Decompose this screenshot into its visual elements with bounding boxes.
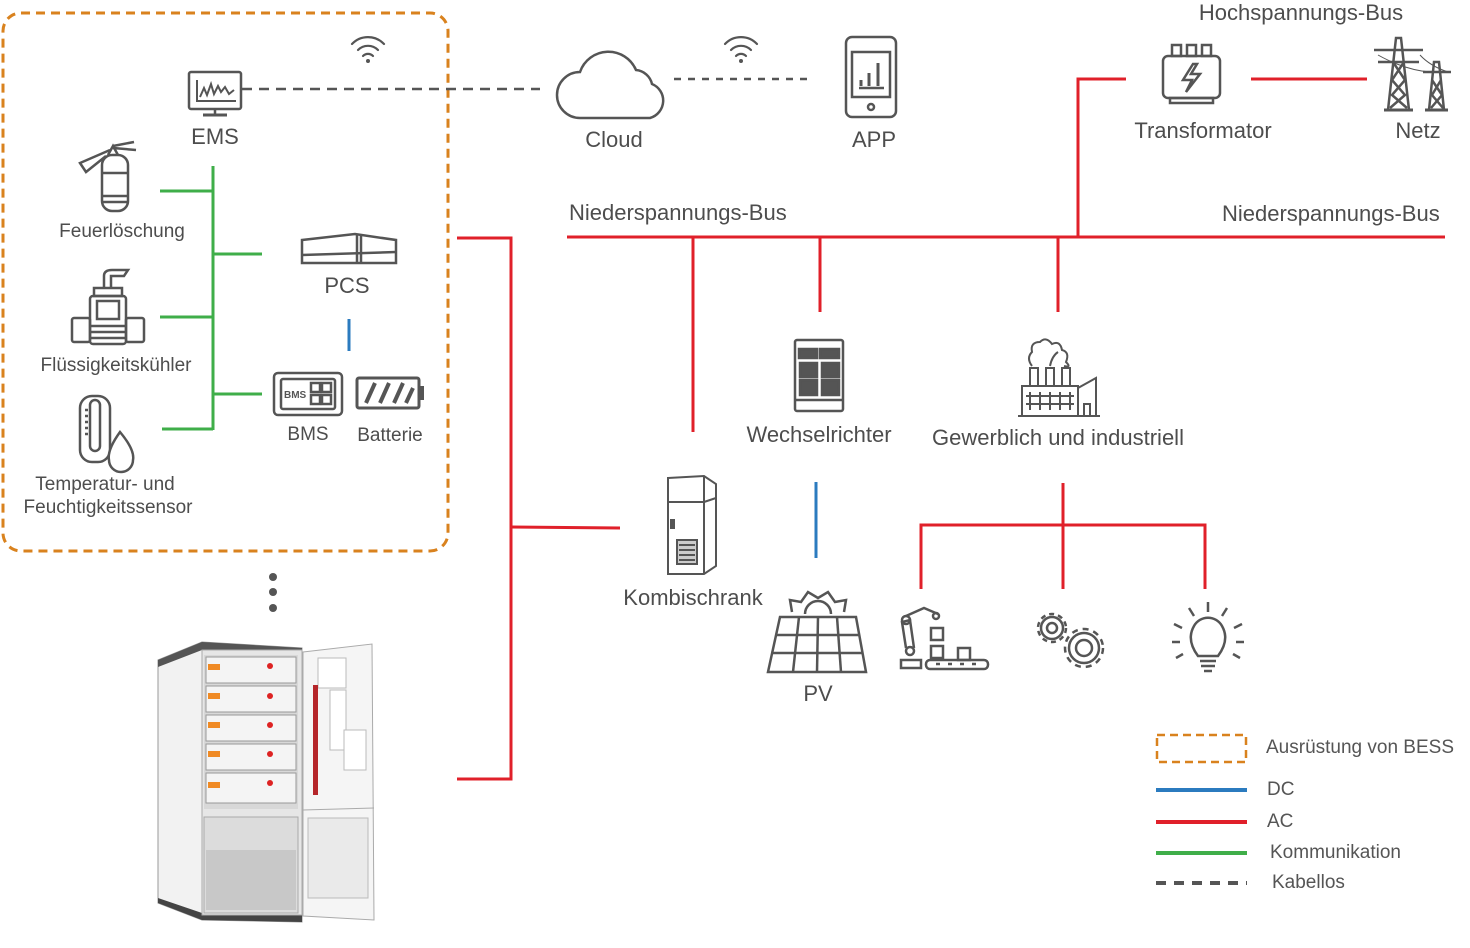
bess-equipment-boundary	[1, 11, 450, 553]
low-voltage-bus-label-right: Niederspannungs-Bus	[1222, 201, 1440, 226]
liquid-chiller-icon	[70, 268, 146, 346]
ac-lines	[457, 77, 1445, 781]
fire-suppression-label: Feuerlöschung	[59, 221, 185, 242]
app-phone-icon	[844, 35, 898, 119]
ems-monitor-icon	[187, 70, 243, 117]
battery-icon	[355, 376, 424, 410]
liquid-chiller-label: Flüssigkeitskühler	[40, 355, 192, 376]
app-label: APP	[851, 127, 897, 152]
factory-icon	[1018, 338, 1100, 417]
legend	[1155, 733, 1248, 885]
wifi-icon	[723, 36, 759, 63]
communication-lines	[160, 166, 262, 431]
legend-label-dc: DC	[1267, 779, 1295, 800]
bms-label: BMS	[287, 424, 329, 445]
cloud-icon	[555, 50, 665, 120]
legend-label-wireless: Kabellos	[1272, 872, 1345, 893]
legend-swatch-bess	[1155, 733, 1248, 764]
pv-label: PV	[803, 681, 833, 706]
legend-label-ac: AC	[1267, 811, 1294, 832]
legend-label-bess: Ausrüstung von BESS	[1266, 737, 1454, 758]
cloud-label: Cloud	[585, 127, 643, 152]
pcs-label: PCS	[324, 273, 370, 298]
bess-cabinet-image	[157, 641, 375, 923]
bms-icon: BMS	[272, 371, 344, 417]
ems-label: EMS	[191, 124, 239, 149]
svg-text:BMS: BMS	[284, 390, 307, 401]
pcs-icon	[300, 232, 398, 265]
inverter-label: Wechselrichter	[746, 422, 892, 447]
sensor-label-line1: Temperatur- und	[35, 474, 175, 495]
legend-label-communication: Kommunikation	[1270, 842, 1401, 863]
transformer-icon	[1161, 43, 1222, 105]
solar-panel-icon	[766, 590, 868, 674]
commercial-industrial-label: Gewerblich und industriell	[932, 425, 1184, 450]
power-grid-tower-icon	[1374, 36, 1451, 112]
fire-extinguisher-icon	[78, 140, 137, 213]
temperature-humidity-sensor-icon	[78, 394, 135, 474]
transformer-label: Transformator	[1134, 118, 1272, 143]
high-voltage-bus-label: Hochspannungs-Bus	[1198, 0, 1404, 25]
combiner-cabinet-label: Kombischrank	[623, 585, 763, 610]
wifi-icon	[350, 36, 386, 63]
sensor-label-line2: Feuchtigkeitssensor	[23, 497, 193, 518]
low-voltage-bus-label-left: Niederspannungs-Bus	[569, 200, 787, 225]
combiner-cabinet-icon	[667, 474, 717, 575]
light-bulb-icon	[1172, 602, 1244, 673]
gears-icon	[1036, 612, 1105, 669]
inverter-icon	[793, 338, 845, 413]
more-units-ellipsis-icon	[269, 573, 277, 612]
robot-arm-icon	[899, 606, 990, 671]
grid-label: Netz	[1395, 118, 1441, 143]
battery-label: Batterie	[357, 425, 423, 446]
